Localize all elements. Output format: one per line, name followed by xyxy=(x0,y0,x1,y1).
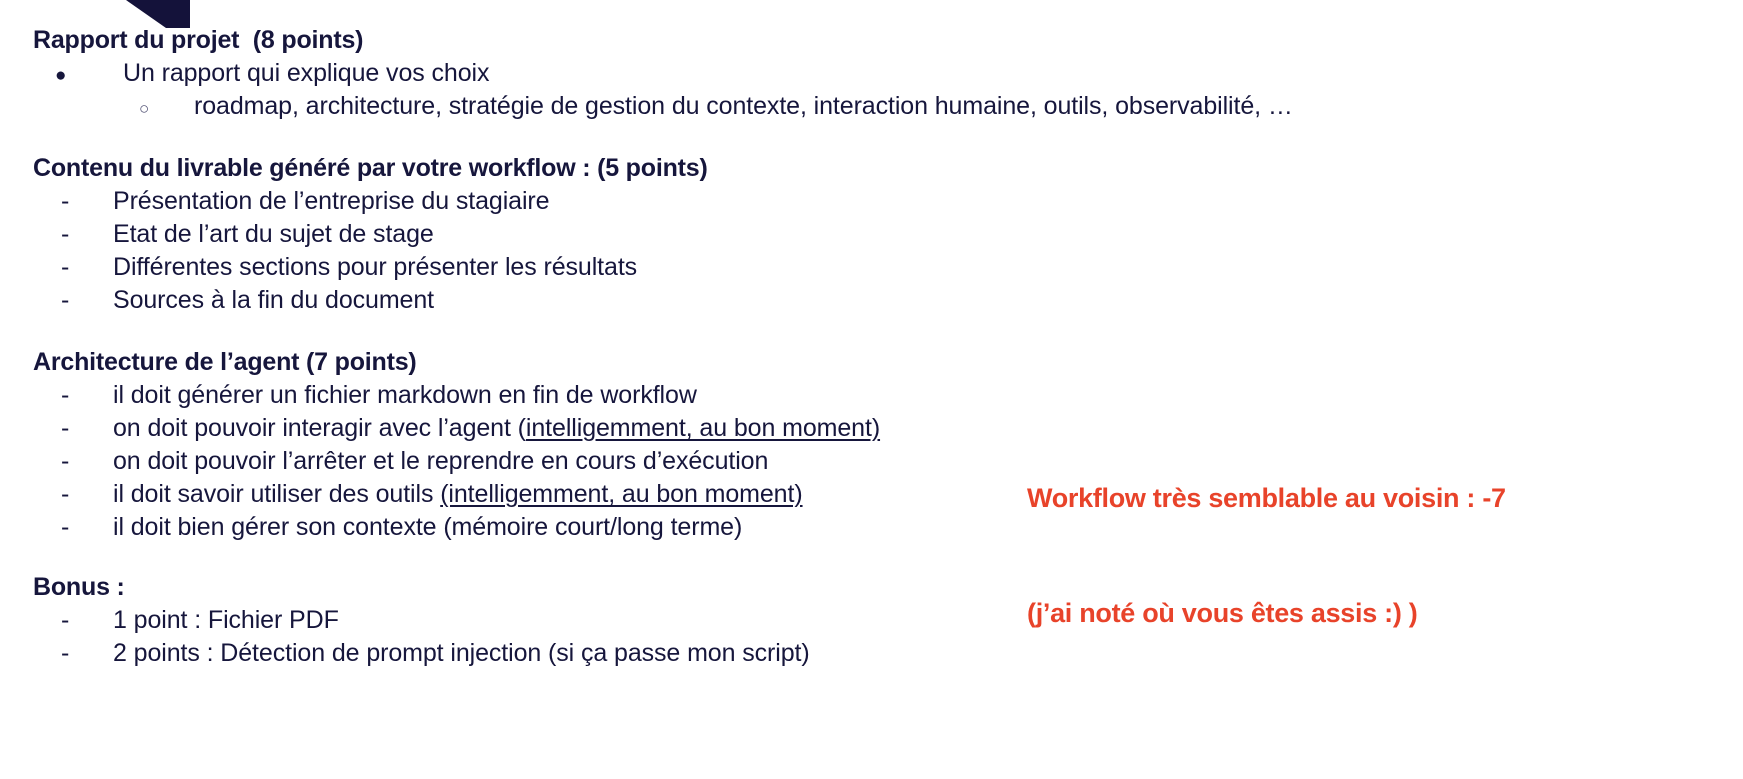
bullet-hollow-icon: ○ xyxy=(139,99,150,118)
list-item-label-underlined: intelligemment, au bon moment) xyxy=(525,414,881,442)
dash-icon: - xyxy=(61,639,70,667)
dash-icon: - xyxy=(61,606,70,634)
section-heading-rapport: Rapport du projet (8 points) xyxy=(33,26,364,54)
list-item: - on doit pouvoir interagir avec l’agent… xyxy=(33,412,1133,445)
section-heading-contenu: Contenu du livrable généré par votre wor… xyxy=(33,154,708,182)
section-architecture-agent: Architecture de l’agent (7 points) - il … xyxy=(33,346,1133,544)
list-item: - Etat de l’art du sujet de stage xyxy=(33,218,1133,251)
section-spacer xyxy=(33,544,1133,571)
list-item: - il doit savoir utiliser des outils (in… xyxy=(33,478,1133,511)
list-item: - Présentation de l’entreprise du stagia… xyxy=(33,185,1133,218)
section-spacer xyxy=(33,123,1133,152)
grading-annotation: Workflow très semblable au voisin : -7 (… xyxy=(1027,402,1587,709)
list-item-label: Un rapport qui explique vos choix xyxy=(123,59,490,87)
section-spacer xyxy=(33,317,1133,346)
dash-icon: - xyxy=(61,480,70,508)
dash-icon: - xyxy=(61,513,70,541)
dash-icon: - xyxy=(61,381,70,409)
section-rapport-du-projet: Rapport du projet (8 points) ● Un rappor… xyxy=(33,24,1293,123)
list-item: ● Un rapport qui explique vos choix xyxy=(33,57,1133,90)
list-item-label: 1 point : Fichier PDF xyxy=(113,606,339,634)
list-item: - il doit bien gérer son contexte (mémoi… xyxy=(33,511,1133,544)
corner-triangle-decoration xyxy=(126,0,166,28)
bullet-filled-icon: ● xyxy=(55,65,67,86)
list-item-label: on doit pouvoir l’arrêter et le reprendr… xyxy=(113,447,769,475)
dash-icon: - xyxy=(61,187,70,215)
list-item-label-underlined: (intelligemment, au bon moment) xyxy=(440,480,803,508)
list-item-label-plain: on doit pouvoir interagir avec l’agent ( xyxy=(113,414,526,442)
list-item-label: Sources à la fin du document xyxy=(113,286,435,314)
dash-icon: - xyxy=(61,286,70,314)
corner-triangle-decoration-block xyxy=(166,0,190,28)
list-item-label: il doit générer un fichier markdown en f… xyxy=(113,381,697,409)
list-item-label-plain: il doit savoir utiliser des outils xyxy=(113,480,441,508)
list-item-label: Présentation de l’entreprise du stagiair… xyxy=(113,187,550,215)
dash-icon: - xyxy=(61,253,70,281)
section-heading-bonus: Bonus : xyxy=(33,573,125,601)
slide-content: Rapport du projet (8 points) ● Un rappor… xyxy=(33,24,1293,670)
annotation-line-1: Workflow très semblable au voisin : -7 xyxy=(1027,482,1506,513)
dash-icon: - xyxy=(61,220,70,248)
section-contenu-du-livrable: Contenu du livrable généré par votre wor… xyxy=(33,152,1133,317)
section-heading-architecture: Architecture de l’agent (7 points) xyxy=(33,348,417,376)
dash-icon: - xyxy=(61,447,70,475)
list-item-label: Différentes sections pour présenter les … xyxy=(113,253,638,281)
section-bonus: Bonus : - 1 point : Fichier PDF - 2 poin… xyxy=(33,571,1133,670)
list-item: ○ roadmap, architecture, stratégie de ge… xyxy=(33,90,1293,123)
list-item-label: roadmap, architecture, stratégie de gest… xyxy=(194,92,1293,120)
list-item-label: Etat de l’art du sujet de stage xyxy=(113,220,434,248)
list-item-label: 2 points : Détection de prompt injection… xyxy=(113,639,810,667)
list-item: - Différentes sections pour présenter le… xyxy=(33,251,1133,284)
list-item: - 1 point : Fichier PDF xyxy=(33,604,1133,637)
list-item-label: il doit bien gérer son contexte (mémoire… xyxy=(113,513,743,541)
list-item: - il doit générer un fichier markdown en… xyxy=(33,379,1133,412)
annotation-line-2: (j’ai noté où vous êtes assis :) ) xyxy=(1027,597,1418,628)
list-item: - on doit pouvoir l’arrêter et le repren… xyxy=(33,445,1133,478)
dash-icon: - xyxy=(61,414,70,442)
list-item: - Sources à la fin du document xyxy=(33,284,1133,317)
list-item: - 2 points : Détection de prompt injecti… xyxy=(33,637,1133,670)
